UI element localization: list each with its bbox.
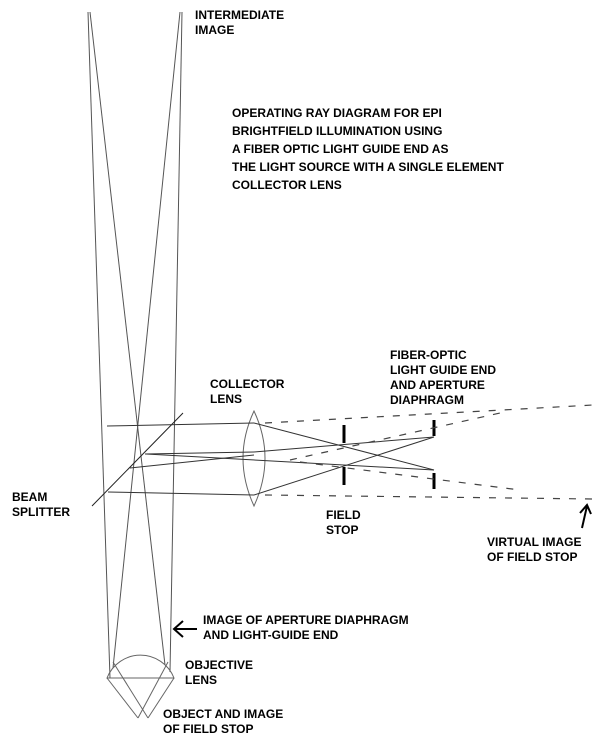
label-line: STOP <box>326 523 359 537</box>
label-line: VIRTUAL IMAGE <box>487 535 582 549</box>
label-line: LIGHT GUIDE END <box>390 363 497 377</box>
objective-lens <box>106 654 175 719</box>
label-line: FIBER-OPTIC <box>390 348 467 362</box>
label-line: COLLECTOR <box>210 377 285 391</box>
label-line: LENS <box>185 673 218 687</box>
fiber-optic-label: FIBER-OPTIC LIGHT GUIDE END AND APERTURE… <box>390 348 496 408</box>
title-line: COLLECTOR LENS <box>232 178 342 192</box>
illumination-rays <box>106 422 435 496</box>
label-line: SPLITTER <box>12 505 71 519</box>
label-line: AND LIGHT-GUIDE END <box>203 628 339 642</box>
collector-lens <box>242 409 266 508</box>
virtual-image-label: VIRTUAL IMAGE OF FIELD STOP <box>487 535 581 565</box>
virtual-rays <box>264 404 594 500</box>
label-line: OF FIELD STOP <box>163 722 254 736</box>
objective-lens-label: OBJECTIVE LENS <box>185 658 253 688</box>
label-line: OBJECT AND IMAGE <box>163 707 284 721</box>
arrow-up-icon <box>579 503 592 529</box>
object-image-label: OBJECT AND IMAGE OF FIELD STOP <box>163 707 283 737</box>
image-aperture-label: IMAGE OF APERTURE DIAPHRAGM AND LIGHT-GU… <box>203 613 409 643</box>
title-line: A FIBER OPTIC LIGHT GUIDE END AS <box>232 142 449 156</box>
label-line: OBJECTIVE <box>185 658 254 672</box>
label-line: AND APERTURE <box>390 378 485 392</box>
title-line: OPERATING RAY DIAGRAM FOR EPI <box>232 106 442 120</box>
label-line: FIELD <box>326 508 361 522</box>
field-stop-label: FIELD STOP <box>326 508 361 538</box>
beam-splitter <box>91 412 184 507</box>
label-line: BEAM <box>12 490 48 504</box>
title-line: THE LIGHT SOURCE WITH A SINGLE ELEMENT <box>232 160 504 174</box>
intermediate-image-label: INTERMEDIATE IMAGE <box>195 8 284 38</box>
label-line: INTERMEDIATE <box>195 8 285 22</box>
label-line: IMAGE OF APERTURE DIAPHRAGM <box>203 613 409 627</box>
beam-splitter-label: BEAM SPLITTER <box>12 490 70 520</box>
diagram-title: OPERATING RAY DIAGRAM FOR EPI BRIGHTFIEL… <box>232 104 504 194</box>
collector-lens-label: COLLECTOR LENS <box>210 377 284 407</box>
label-line: IMAGE <box>195 23 235 37</box>
arrow-left-icon <box>172 620 197 638</box>
microscope-tube-rays <box>87 11 183 679</box>
title-line: BRIGHTFIELD ILLUMINATION USING <box>232 124 443 138</box>
label-line: DIAPHRAGM <box>390 393 464 407</box>
label-line: OF FIELD STOP <box>487 550 578 564</box>
label-line: LENS <box>210 392 243 406</box>
